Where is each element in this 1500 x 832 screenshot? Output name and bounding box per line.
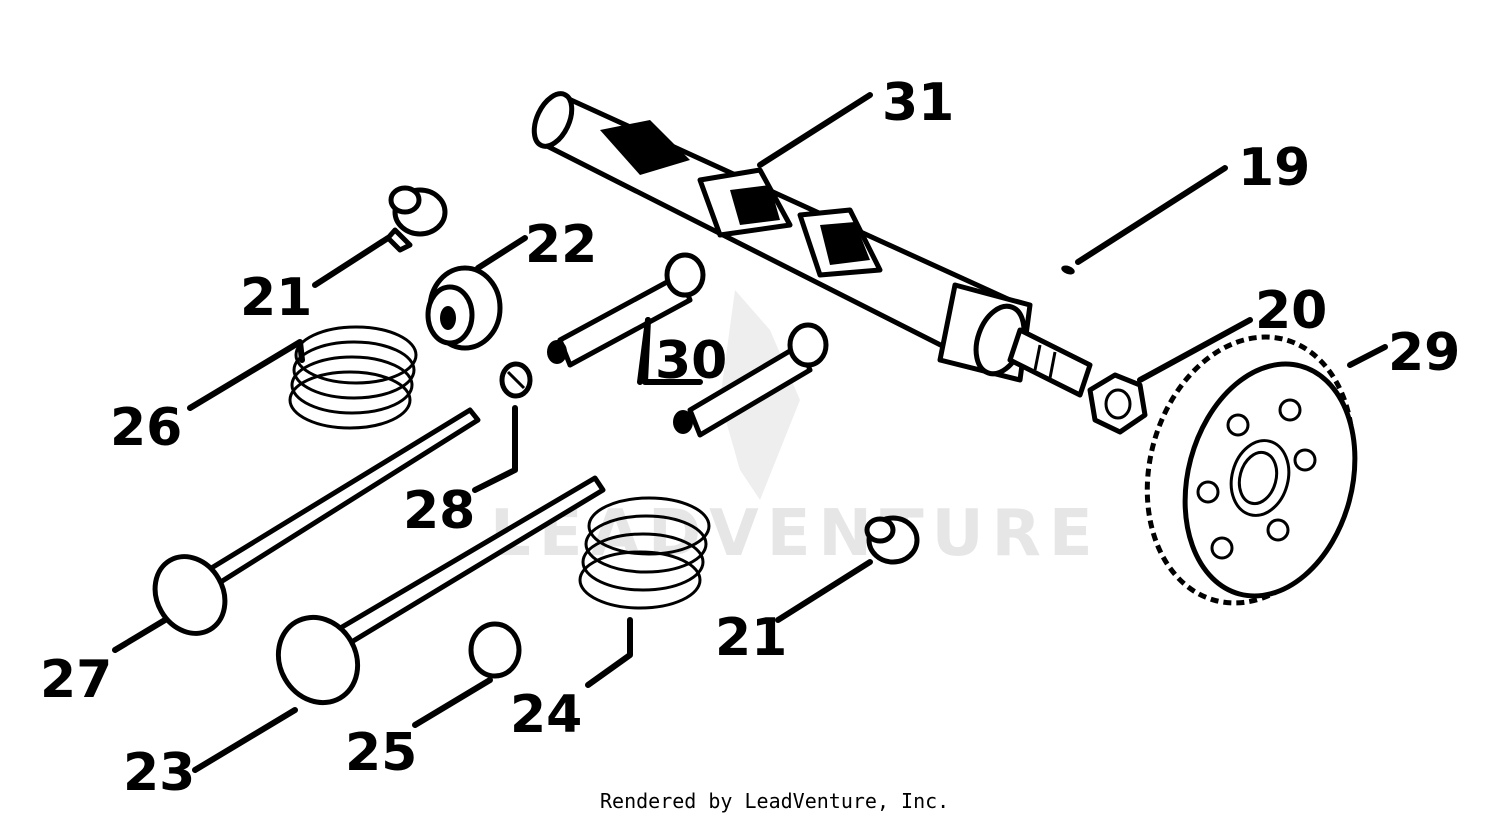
callout-21-lower: 21 xyxy=(715,608,787,668)
valve-spring-lower xyxy=(578,496,711,610)
leader-lines xyxy=(112,92,1388,773)
intake-valve xyxy=(275,475,606,706)
valve-spring-upper xyxy=(288,325,418,430)
callout-26: 26 xyxy=(110,398,182,458)
callout-25: 25 xyxy=(345,723,417,783)
callout-24: 24 xyxy=(510,685,582,745)
callout-20: 20 xyxy=(1255,281,1327,341)
nut xyxy=(1087,372,1148,435)
callout-19: 19 xyxy=(1238,138,1310,198)
valve-key xyxy=(499,361,533,399)
callout-29: 29 xyxy=(1388,323,1460,383)
callout-27: 27 xyxy=(40,650,112,710)
tappets xyxy=(547,252,829,438)
cam-gear xyxy=(1144,334,1358,606)
exhaust-valve xyxy=(152,407,481,636)
valve-retainer-upper xyxy=(385,185,448,253)
callout-21-upper: 21 xyxy=(240,268,312,328)
watermark-text: LEADVENTURE xyxy=(490,497,1101,571)
valve-retainer-lower xyxy=(864,515,920,565)
credit-text: Rendered by LeadVenture, Inc. xyxy=(600,789,949,813)
callout-30: 30 xyxy=(655,331,727,391)
camshaft xyxy=(531,91,1093,398)
pin xyxy=(1061,265,1075,275)
callout-22: 22 xyxy=(525,215,597,275)
washer xyxy=(468,621,522,679)
valve-spring-cap xyxy=(425,265,503,351)
callout-23: 23 xyxy=(123,743,195,803)
callout-28: 28 xyxy=(403,481,475,541)
callout-31: 31 xyxy=(882,73,954,133)
callouts: 31 19 20 29 21 22 26 28 30 27 23 24 25 2… xyxy=(40,73,1460,803)
